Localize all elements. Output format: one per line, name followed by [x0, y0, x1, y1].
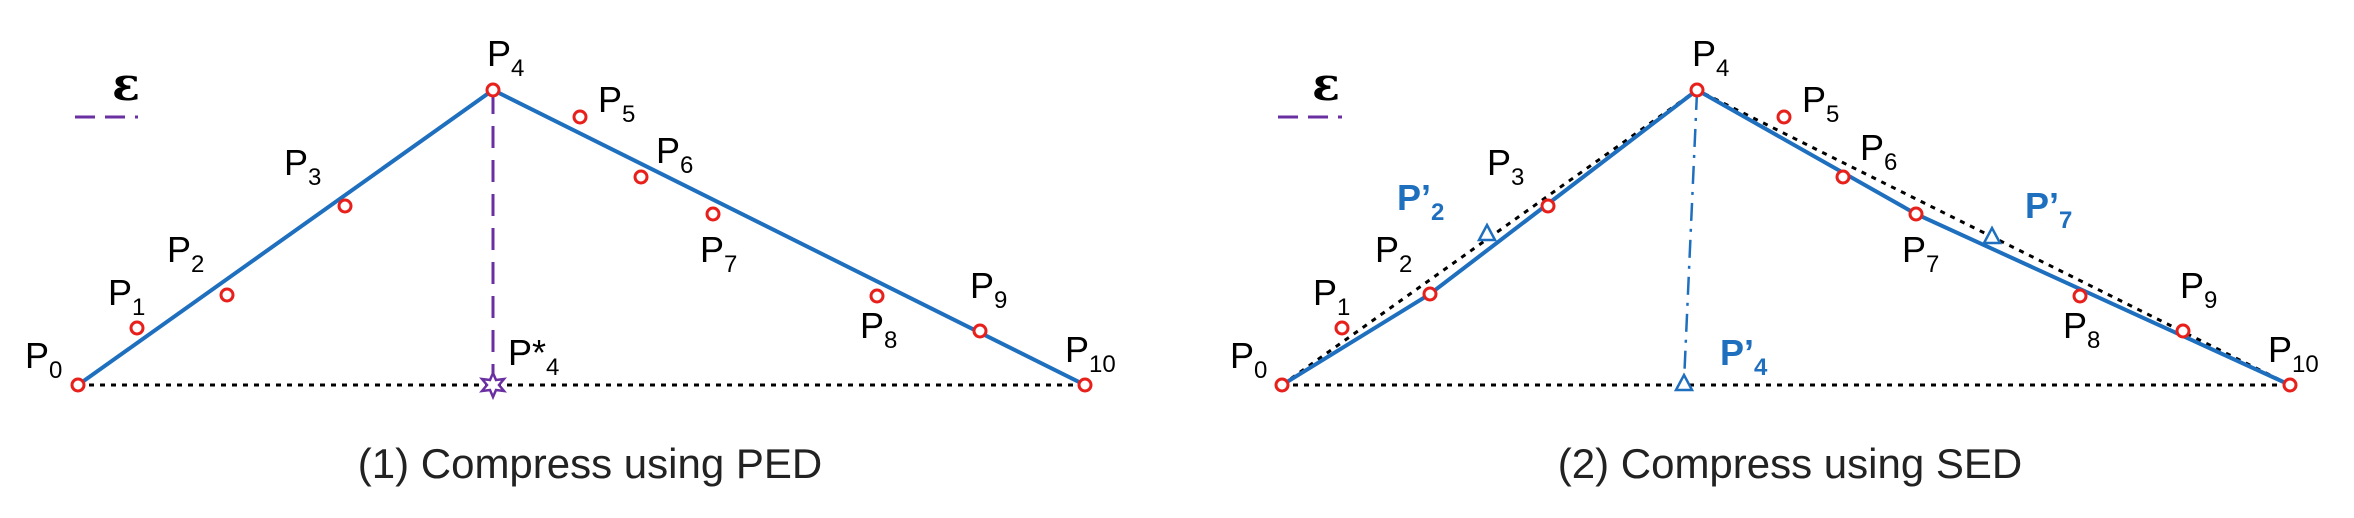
label-p10: P10: [1065, 329, 1116, 378]
point-p7: [1908, 206, 1924, 222]
point-pprime2: [1476, 222, 1498, 242]
compressed-polyline: [76, 87, 1086, 387]
label-p1: P1: [108, 272, 145, 321]
label-p1: P1: [1313, 272, 1350, 321]
label-p9: P9: [2180, 265, 2217, 314]
original-dotted-polyline: [1281, 88, 2291, 387]
label-p2: P2: [167, 229, 204, 278]
point-p9: [972, 323, 988, 339]
caption-ped: (1) Compress using PED: [358, 440, 822, 487]
point-p6: [633, 169, 649, 185]
label-p4: P4: [487, 33, 524, 82]
point-p8: [869, 288, 885, 304]
label-p7: P7: [1902, 229, 1939, 278]
point-p0: [70, 377, 86, 393]
label-p3: P3: [284, 142, 321, 191]
caption-sed: (2) Compress using SED: [1558, 440, 2022, 487]
panel-sed: ε P0 P1: [1230, 33, 2319, 487]
label-p8: P8: [860, 305, 897, 354]
label-p5: P5: [1802, 79, 1839, 128]
point-p3: [337, 198, 353, 214]
sed-distance-line: [1682, 91, 1699, 383]
point-p4: [485, 82, 501, 98]
label-pprime2: P’2: [1397, 177, 1444, 226]
label-p5: P5: [598, 79, 635, 128]
label-p7: P7: [700, 229, 737, 278]
point-p8: [2072, 288, 2088, 304]
point-p3: [1540, 198, 1556, 214]
point-p10: [2282, 377, 2298, 393]
label-p6: P6: [1860, 127, 1897, 176]
label-p4: P4: [1692, 33, 1729, 82]
label-p3: P3: [1487, 142, 1524, 191]
label-pprime7: P’7: [2025, 185, 2072, 234]
panel-ped: ε P0 P1 P2 P3 P4 P5 P6: [25, 33, 1116, 487]
label-p9: P9: [970, 265, 1007, 314]
point-p4: [1689, 82, 1705, 98]
point-pprime4: [1673, 372, 1695, 392]
point-pstar4: [479, 369, 507, 401]
label-pprime4: P’4: [1720, 332, 1768, 381]
point-pprime7: [1981, 225, 2003, 245]
point-p7: [705, 206, 721, 222]
label-p6: P6: [656, 130, 693, 179]
point-p6: [1835, 169, 1851, 185]
label-p2: P2: [1375, 229, 1412, 278]
epsilon-symbol: ε: [112, 57, 140, 111]
point-p2: [219, 287, 235, 303]
point-p1: [1334, 320, 1350, 336]
epsilon-symbol: ε: [1312, 57, 1340, 111]
point-p1: [129, 320, 145, 336]
point-p2: [1422, 286, 1438, 302]
label-p0: P0: [1230, 335, 1267, 384]
point-p10: [1077, 377, 1093, 393]
point-p0: [1274, 377, 1290, 393]
point-p5: [572, 109, 588, 125]
label-p10: P10: [2268, 329, 2319, 378]
label-p8: P8: [2063, 305, 2100, 354]
point-p5: [1776, 109, 1792, 125]
point-p9: [2175, 323, 2191, 339]
label-p0: P0: [25, 335, 62, 384]
label-pstar4: P*4: [508, 332, 559, 381]
